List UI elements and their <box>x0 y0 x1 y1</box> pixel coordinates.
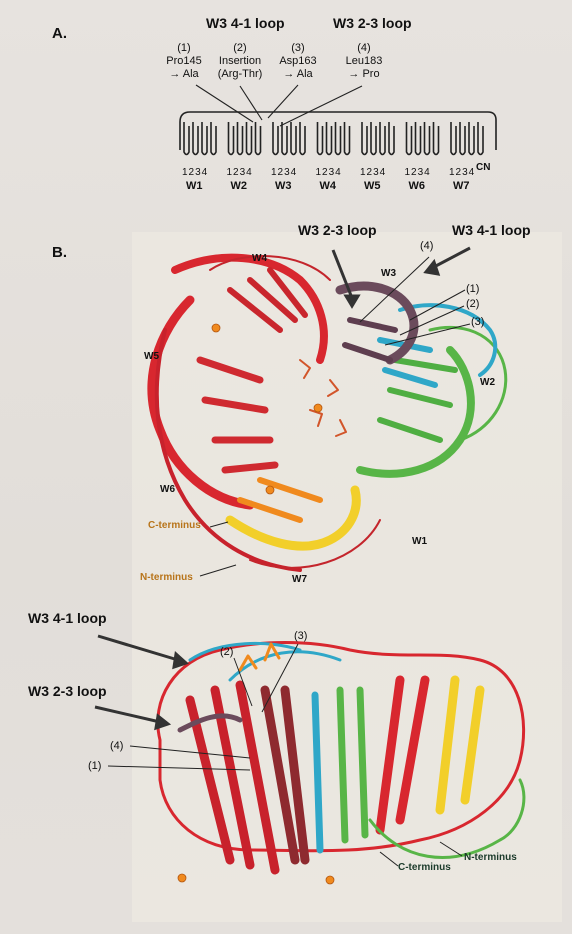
side-n-terminus: N-terminus <box>464 852 517 863</box>
side-arrow-loop-2-3-head <box>156 716 168 728</box>
top-blade-w2: W2 <box>480 377 495 388</box>
top-n-terminus: N-terminus <box>140 572 193 583</box>
blade-w5-strands <box>200 360 275 470</box>
ion-3 <box>266 486 274 494</box>
top-blade-w6: W6 <box>160 484 175 495</box>
top-callout-1: (1) <box>466 283 479 295</box>
ion-1 <box>212 324 220 332</box>
side-dark-loop <box>180 716 240 730</box>
top-label-loop-2-3: W3 2-3 loop <box>298 222 377 238</box>
top-arrow-loop-2-3-head <box>346 296 358 306</box>
side-callout-4: (4) <box>110 740 123 752</box>
blade-w7-strands <box>240 480 320 520</box>
top-c-terminus: C-terminus <box>148 520 201 531</box>
side-red-strands <box>190 685 275 870</box>
top-blade-w4: W4 <box>252 253 267 264</box>
top-blade-w3: W3 <box>381 268 396 279</box>
top-callout-2: (2) <box>466 298 479 310</box>
top-c-terminus-line <box>210 522 228 527</box>
side-yellow-strands <box>440 680 480 810</box>
top-callout-4: (4) <box>420 240 433 252</box>
ion-2 <box>314 404 322 412</box>
top-label-loop-4-1: W3 4-1 loop <box>452 222 531 238</box>
side-n-terminus-line <box>440 842 462 856</box>
side-arrow-loop-4-1 <box>98 636 178 660</box>
side-cyan-loops <box>190 643 340 680</box>
top-arrow-loop-4-1 <box>432 248 470 268</box>
side-cyan-strand <box>315 695 320 850</box>
top-view-propeller <box>152 256 506 570</box>
top-arrow-loop-4-1-head <box>426 262 438 274</box>
top-blade-w7: W7 <box>292 574 307 585</box>
side-c-terminus-line <box>380 852 398 866</box>
side-green-strands <box>340 690 365 840</box>
side-label-loop-2-3: W3 2-3 loop <box>28 683 107 699</box>
side-label-loop-4-1: W3 4-1 loop <box>28 610 107 626</box>
side-callout-3: (3) <box>294 630 307 642</box>
side-arrow-loop-2-3 <box>95 707 160 722</box>
side-c-terminus: C-terminus <box>398 862 451 873</box>
side-view-propeller <box>158 643 524 871</box>
side-callout-1: (1) <box>88 760 101 772</box>
side-ion-2 <box>326 876 334 884</box>
top-callout-3: (3) <box>471 316 484 328</box>
side-view-ions <box>178 874 334 884</box>
top-blade-w1: W1 <box>412 536 427 547</box>
central-side-chains <box>300 360 346 436</box>
side-callout-2: (2) <box>220 646 233 658</box>
side-arrow-loop-4-1-head <box>174 654 186 667</box>
top-callout-line-3 <box>385 324 470 345</box>
top-blade-w5: W5 <box>144 351 159 362</box>
side-callout-line-4 <box>130 746 250 758</box>
side-red-strands-2 <box>380 680 425 830</box>
side-ion-1 <box>178 874 186 882</box>
top-n-terminus-line <box>200 565 236 576</box>
